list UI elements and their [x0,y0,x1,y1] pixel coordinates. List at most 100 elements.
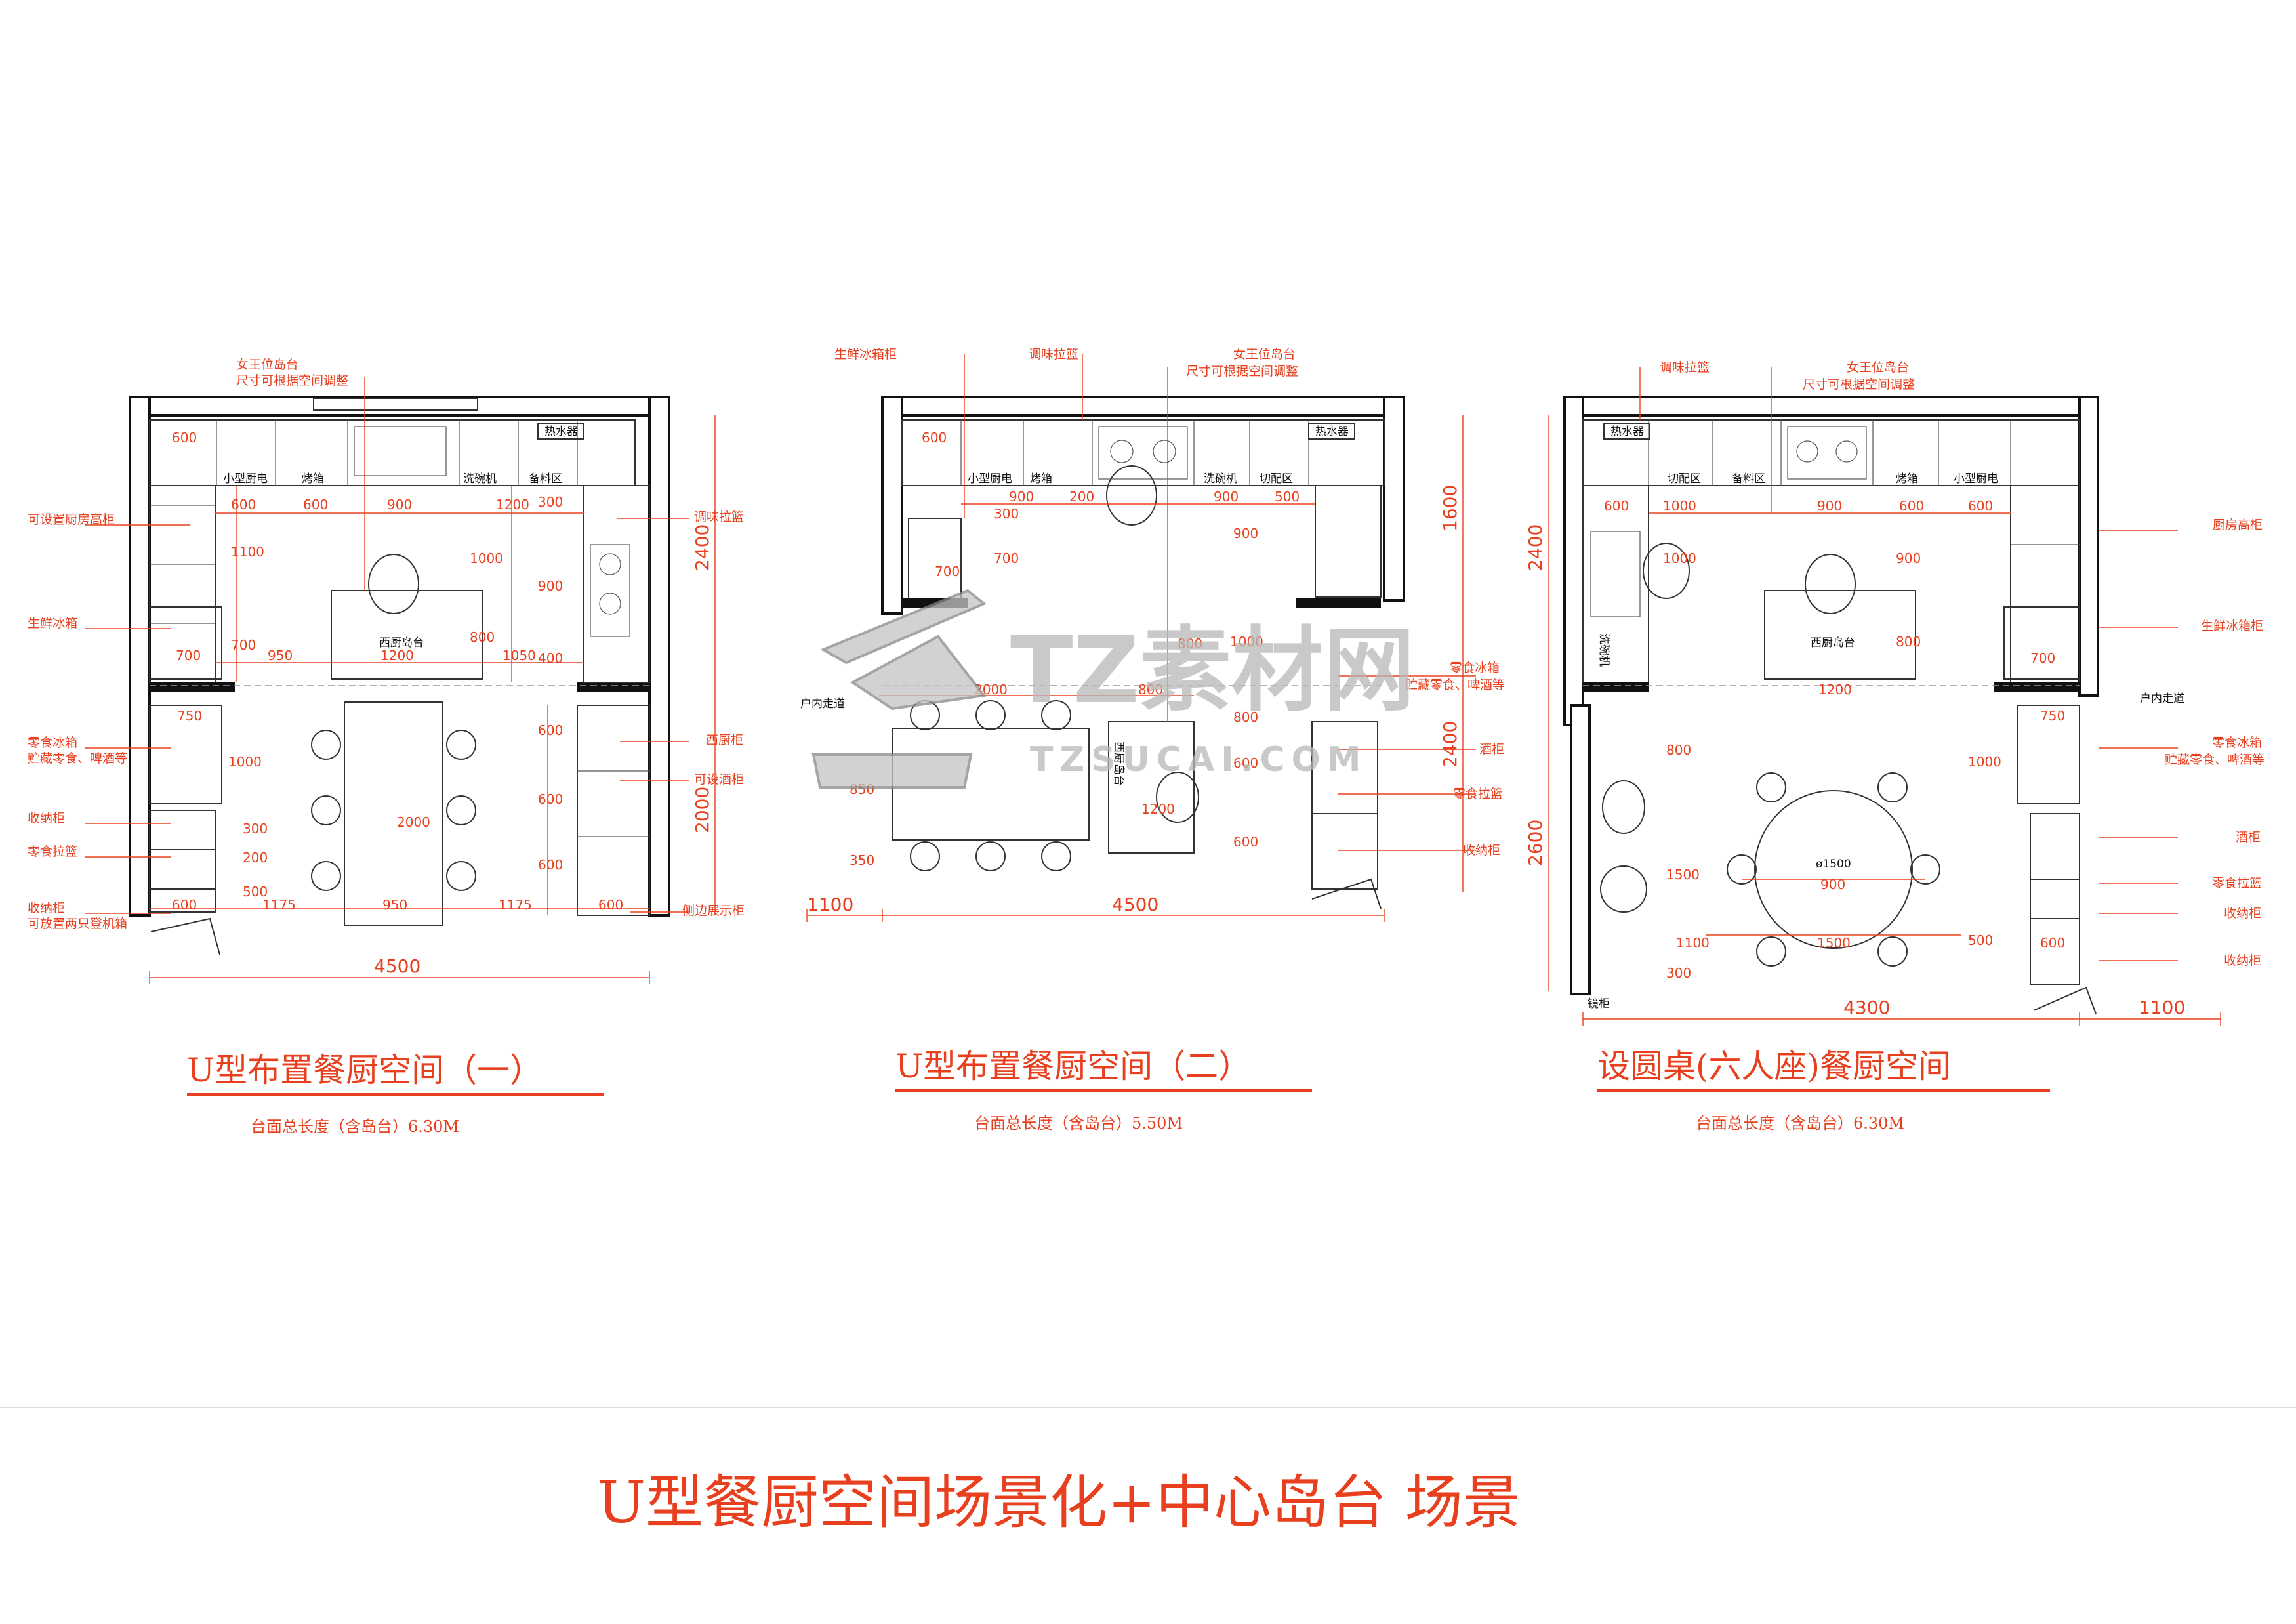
plan2-dim: 700 [994,551,1019,566]
plan1-storage-a [149,810,216,850]
plan2-dim: 700 [935,564,960,579]
plan2-left-width: 1100 [807,894,853,915]
plan1-dim: 1200 [380,648,414,663]
plan-1: 女王位岛台 尺寸可根据空间调整 可设置厨房高柜 生鲜冰箱 零食冰箱 贮藏零食、啤… [28,358,745,1136]
plan2-label-snack-basket: 零食拉篮 [1453,787,1503,801]
plan1-dim: 600 [538,857,563,873]
plan3-dim: 600 [1968,498,1993,514]
plan2-height-1600: 1600 [1439,485,1461,531]
plan1-dim: 400 [538,650,563,666]
plan1-dim: 2000 [397,814,430,830]
plan2-label-oven: 烤箱 [1030,472,1052,486]
plan2-label-water-heater: 热水器 [1315,425,1349,438]
plan3-label-fresh-fridge: 生鲜冰箱柜 [2201,619,2263,633]
plan1-dim: 900 [538,578,563,594]
plan2-right-tall [1315,485,1382,598]
plan3-label-island: 西厨岛台 [1811,636,1855,650]
plan3-label-snack-fridge-note: 贮藏零食、啤酒等 [2165,753,2265,767]
plan1-dim: 1000 [228,754,262,770]
plan1-label-small-appliance: 小型厨电 [223,472,268,486]
plan3-dim: 750 [2040,708,2065,724]
plan3-height-2400: 2400 [1525,524,1546,571]
plan2-chair [975,700,1006,730]
plan1-dim: 600 [598,897,623,913]
plan1-height-2000: 2000 [691,787,713,833]
plan1-dim: 600 [172,430,197,446]
plan3-label-snack-basket: 零食拉篮 [2212,876,2262,890]
plan3-subtitle: 台面总长度（含岛台）6.30M [1696,1114,1904,1133]
plan1-label-dishwasher: 洗碗机 [463,472,497,486]
plan3-right-width: 1100 [2139,997,2185,1018]
plan1-snack-fridge [149,705,222,804]
plan1-chair [311,730,341,760]
plan2-dim: 300 [994,506,1019,522]
plan3-fresh-fridge [2003,606,2080,680]
plan3-wall-left [1563,396,1584,726]
plan1-dim: 1200 [496,497,529,512]
plan1-title: U型布置餐厨空间（一） [187,1051,543,1089]
watermark-main: TZ素材网 [1010,617,1415,724]
plan2-dim: 600 [1233,755,1258,771]
plan2-dim: 800 [1178,636,1202,652]
plan3-label-wine: 酒柜 [2236,830,2261,844]
plan1-fresh-fridge [149,606,222,680]
plan2-wall-top [881,396,1405,417]
plan2-total-width: 4500 [1112,894,1158,915]
plan2-height-2400: 2400 [1439,721,1461,768]
plan2-label-wine: 酒柜 [1479,742,1504,757]
plan3-title: 设圆桌(六人座)餐厨空间 [1597,1047,1951,1085]
plan3-label-round-table: ø1500 [1816,858,1851,871]
plan3-left-tall [1582,485,1649,683]
plan1-dim: 300 [538,494,563,510]
plan1-label-water-heater: 热水器 [544,425,578,438]
plan2-top-counter [901,419,1385,486]
plan1-wall-right [648,396,670,917]
plan3-wall-right [2078,396,2099,697]
plan1-label-wine-cabinet: 可设酒柜 [694,772,744,787]
plan2-dim: 600 [1233,834,1258,850]
plan3-dim: 1500 [1817,935,1851,951]
plan1-dim: 1000 [470,551,503,566]
plan1-label-storage-1: 收纳柜 [28,811,65,825]
plan1-dim: 600 [538,722,563,738]
plan1-label-snack-basket: 零食拉篮 [28,844,77,859]
plan3-label-tall-cabinet: 厨房高柜 [2213,518,2263,532]
plan2-label-fresh-fridge: 生鲜冰箱柜 [834,347,897,362]
plan2-label-owner-island-1: 女王位岛台 [1233,347,1296,362]
plan3-water-heater-box [1603,423,1650,440]
plan1-door [150,917,220,955]
plan3-round-table [1754,790,1913,949]
plan1-dim: 700 [176,648,201,663]
plan3-wall-left-lower [1570,704,1591,995]
plan3-dim: 1000 [1663,551,1696,566]
plan3-dim: 1000 [1663,498,1696,514]
plan2-dim: 1200 [1141,801,1175,817]
plan3-chair [1756,936,1786,967]
plan1-label-display-cabinet: 侧边展示柜 [682,904,745,918]
plan3-height-2600: 2600 [1525,820,1546,866]
plan2-dim: 1000 [1230,634,1263,650]
plan3-dim: 1000 [1968,754,2001,770]
plan2-dim: 600 [922,430,947,446]
plan1-subtitle: 台面总长度（含岛台）6.30M [251,1117,459,1136]
plan1-chair [446,730,476,760]
plan3-dim: 900 [1896,551,1921,566]
plan2-label-entry-corridor: 户内走道 [800,697,845,711]
plan3-dim: 700 [2030,650,2055,666]
plan2-storage [1311,813,1378,890]
plan3-storage-b [2030,918,2080,985]
plan1-dim: 500 [243,884,268,900]
plan1-dim: 750 [177,708,202,724]
plan2-label-dishwasher: 洗碗机 [1204,472,1237,486]
plan1-dim: 600 [172,897,197,913]
plan1-storage-b [149,849,216,890]
plan3-dim: 600 [2040,935,2065,951]
page-title: U型餐厨空间场景化+中心岛台 场景 [597,1468,1521,1536]
plan1-person [368,554,419,614]
plan1-right-counter [583,485,650,683]
plan3-dim: 800 [1896,634,1921,650]
plan3-door [2033,986,2097,1014]
plan3-storage-a [2030,879,2080,919]
plan3-cooktop [1787,426,1867,480]
plan1-label-oven: 烤箱 [302,472,324,486]
